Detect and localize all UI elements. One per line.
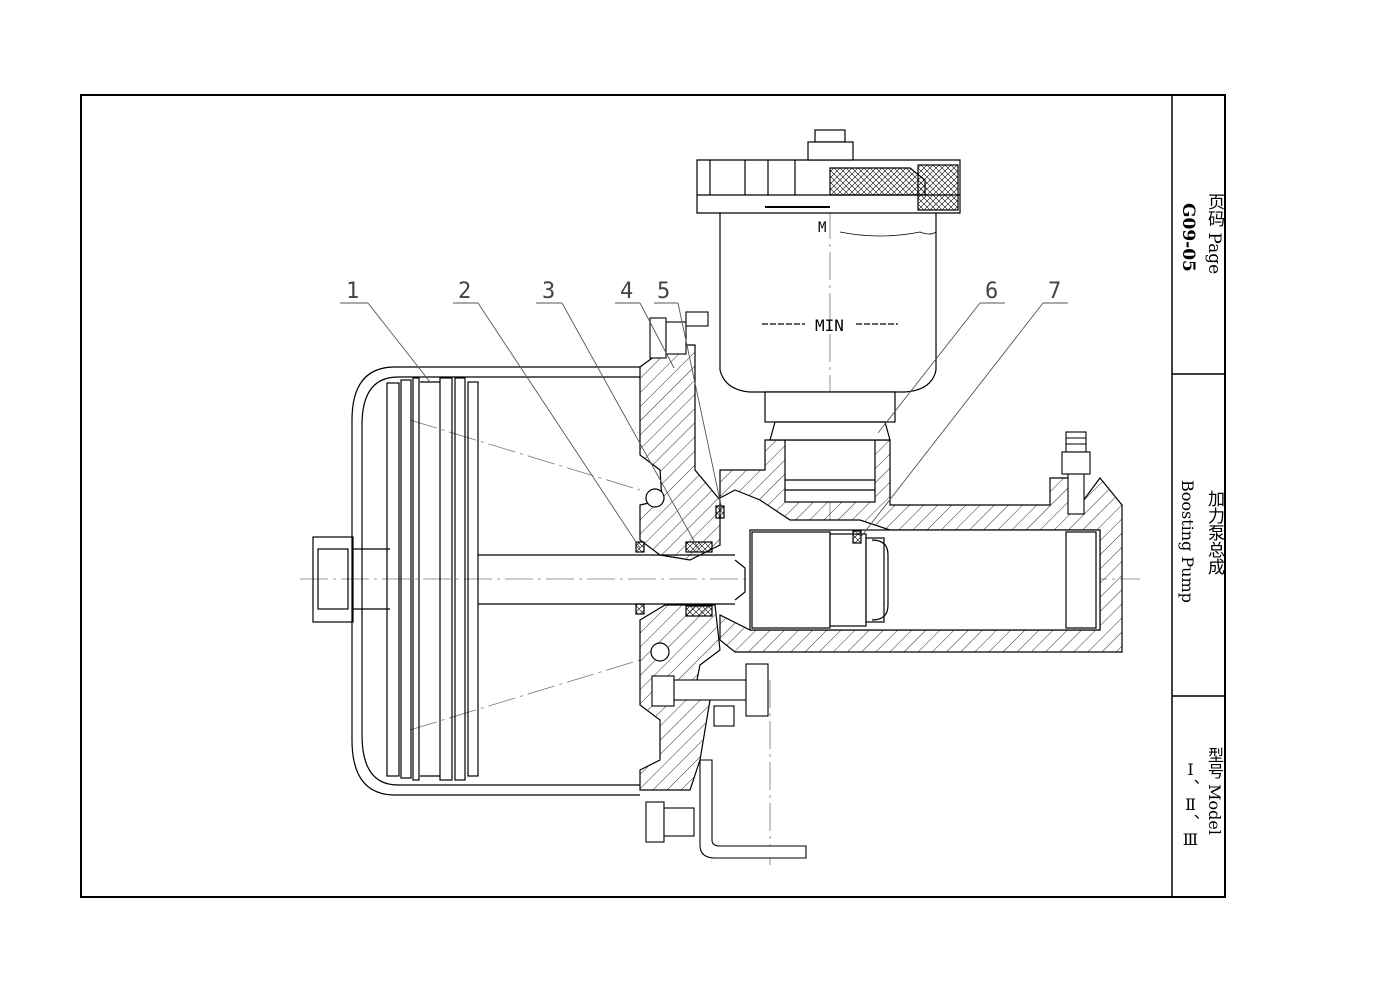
- item-number-3: 3: [542, 279, 555, 304]
- item-numbers: 1 2 3 4 5 6 7: [346, 279, 1061, 304]
- front-cover: [635, 344, 721, 791]
- item-number-7: 7: [1048, 279, 1061, 304]
- model-label: 型号 Model: [1205, 747, 1224, 835]
- drawing-title-en: Boosting Pump: [1178, 480, 1197, 603]
- drawing-title-cn: 加力泵总成: [1204, 490, 1224, 575]
- leader-lines: [340, 302, 1068, 549]
- bolts: [645, 311, 807, 859]
- reservoir: [696, 129, 961, 441]
- item-number-2: 2: [458, 279, 471, 304]
- page-number: G09-05: [1178, 203, 1198, 272]
- booster-canister: [312, 366, 735, 796]
- page-label: 页码 Page: [1204, 193, 1224, 275]
- reservoir-min-mark: MIN: [815, 316, 844, 335]
- drawing-frame: [80, 94, 1226, 898]
- item-number-1: 1: [346, 279, 359, 304]
- item-number-6: 6: [985, 279, 998, 304]
- model-value: Ⅰ、Ⅱ、Ⅲ: [1181, 760, 1200, 849]
- item-number-4: 4: [620, 279, 633, 304]
- reservoir-max-mark: M: [818, 220, 826, 236]
- bleed-valve: [1061, 431, 1091, 515]
- cylinder-body: [685, 439, 1123, 653]
- title-block: [1171, 95, 1225, 897]
- item-number-5: 5: [657, 279, 670, 304]
